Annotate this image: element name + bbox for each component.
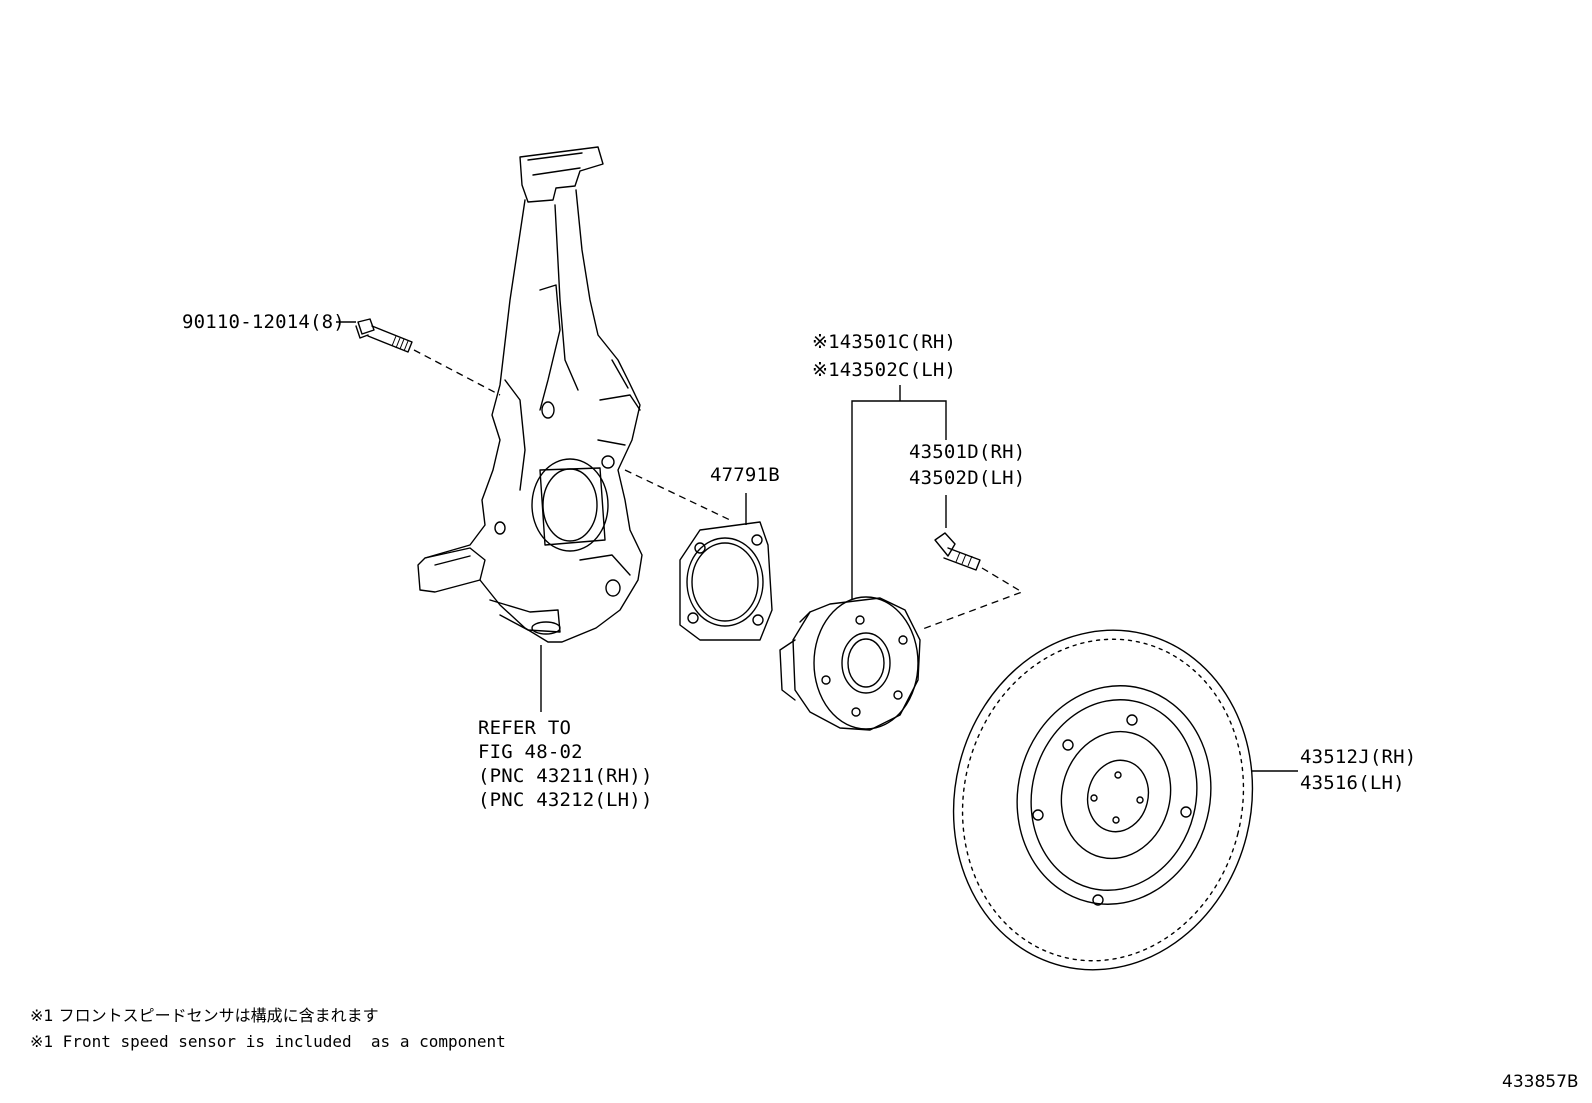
hub-part-number-rh: ※143501C(RH) (812, 331, 957, 353)
note-japanese: ※1 フロントスピードセンサは構成に含まれます (30, 1006, 379, 1025)
brake-disc[interactable] (918, 598, 1288, 1001)
knuckle-ref-line-3: (PNC 43211(RH)) (478, 765, 653, 787)
steering-knuckle[interactable] (417, 146, 643, 643)
dust-cover[interactable] (679, 521, 773, 641)
knuckle-bolt[interactable] (355, 318, 413, 353)
hub-part-number-lh: ※143502C(LH) (812, 359, 957, 381)
knuckle-ref-line-2: FIG 48-02 (478, 741, 583, 763)
disc-part-number-rh: 43512J(RH) (1300, 746, 1417, 768)
hub-bolt-part-number-lh: 43502D(LH) (909, 467, 1026, 489)
knuckle-ref-line-1: REFER TO (478, 717, 572, 739)
hub-bracket-line (851, 400, 947, 600)
hub-bolt-dashed-line (919, 567, 1024, 631)
disc-part-number-lh: 43516(LH) (1300, 772, 1405, 794)
note-english: ※1 Front speed sensor is included as a c… (30, 1032, 506, 1051)
figure-id: 433857B (1502, 1072, 1579, 1092)
cover-dashed-line (624, 469, 731, 521)
bolt-dashed-line (413, 349, 501, 396)
cover-part-number: 47791B (710, 464, 780, 486)
hub-bolt-part-number-rh: 43501D(RH) (909, 441, 1026, 463)
hub-assembly[interactable] (779, 596, 921, 731)
knuckle-ref-line-4: (PNC 43212(LH)) (478, 789, 653, 811)
bolt-part-number: 90110-12014(8) (182, 311, 345, 333)
hub-bolt[interactable] (934, 532, 981, 571)
